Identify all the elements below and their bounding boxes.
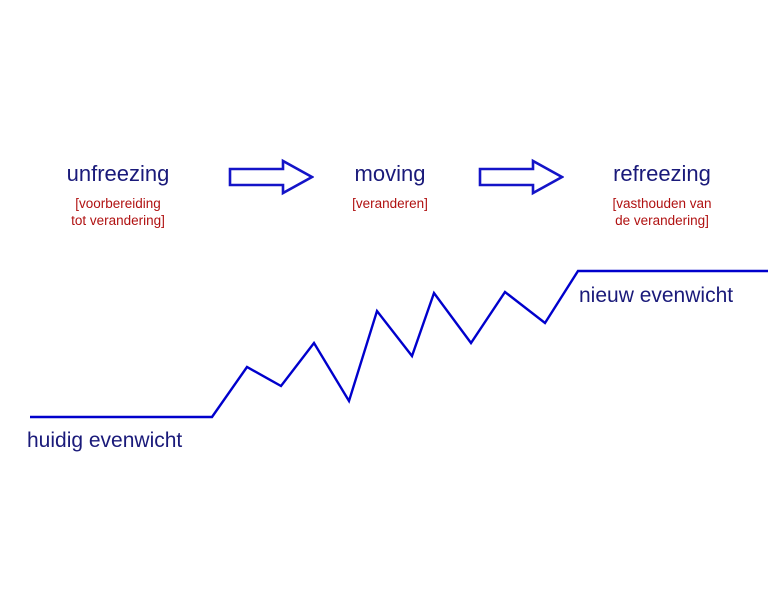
- arrow-moving-to-refreezing-icon: [478, 158, 564, 196]
- stage-moving-title: moving: [354, 161, 426, 186]
- stage-moving: moving [veranderen]: [280, 161, 500, 212]
- stage-unfreezing-subtitle: [voorbereiding tot verandering]: [8, 195, 228, 230]
- stage-refreezing-subtitle-line-2: de verandering]: [615, 213, 709, 229]
- label-current-equilibrium: huidig evenwicht: [27, 429, 183, 452]
- stage-unfreezing: unfreezing [voorbereiding tot veranderin…: [8, 161, 228, 230]
- stage-unfreezing-title: unfreezing: [66, 161, 170, 186]
- stage-unfreezing-subtitle-line-2: tot verandering]: [71, 213, 165, 229]
- stage-refreezing-subtitle-line-1: [vasthouden van: [612, 196, 712, 212]
- stage-refreezing-title: refreezing: [613, 161, 711, 186]
- stage-moving-subtitle-line-1: [veranderen]: [352, 196, 428, 212]
- stage-moving-subtitle: [veranderen]: [280, 195, 500, 212]
- equilibrium-line: [30, 269, 768, 419]
- stage-unfreezing-subtitle-line-1: [voorbereiding: [75, 196, 161, 212]
- stage-refreezing-subtitle: [vasthouden van de verandering]: [552, 195, 768, 230]
- arrow-unfreezing-to-moving-icon: [228, 158, 314, 196]
- label-new-equilibrium: nieuw evenwicht: [579, 284, 734, 307]
- stage-refreezing: refreezing [vasthouden van de veranderin…: [552, 161, 768, 230]
